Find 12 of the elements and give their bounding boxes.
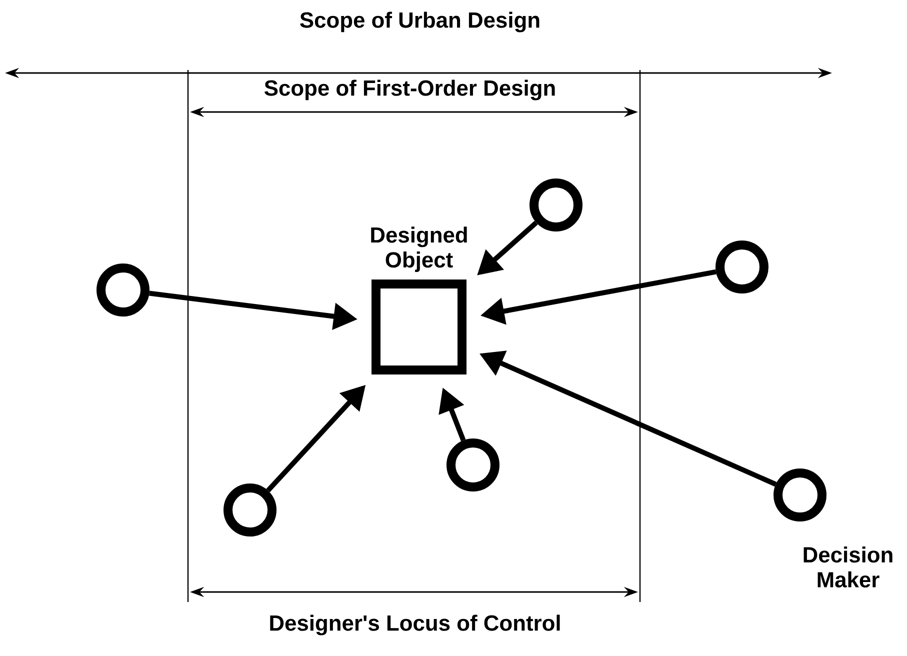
- node-caption: Decision Maker: [804, 546, 892, 588]
- dimension-label: Scope of First-Order Design: [264, 80, 555, 100]
- decision-maker-circle: [716, 240, 768, 294]
- decision-maker-circle: [96, 264, 150, 316]
- dimension-label: Designer's Locus of Control: [270, 614, 560, 636]
- node-label: Designed Object: [371, 226, 467, 272]
- designed-object-box: Designed Object: [371, 226, 467, 374]
- decision-maker-circle: [774, 468, 826, 522]
- dimension-label: Scope of Urban Design: [300, 12, 540, 32]
- decision-maker-circle: [224, 484, 276, 536]
- decision-maker-circle: [530, 178, 582, 232]
- decision-maker-circle: [446, 438, 500, 492]
